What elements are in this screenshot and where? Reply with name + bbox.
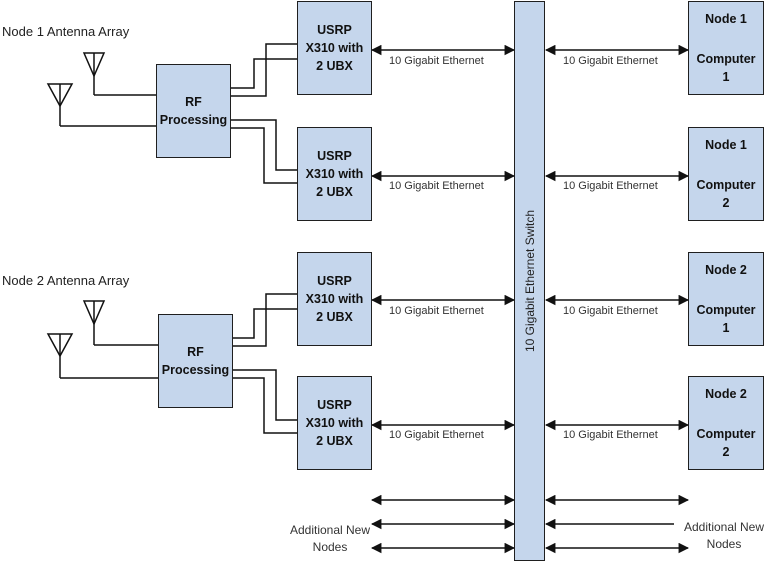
computer-label: Computer 1: [696, 301, 755, 337]
node-label: Node 1: [705, 12, 747, 26]
usrp-label: USRP: [317, 149, 352, 163]
computer-number: 2: [722, 445, 730, 459]
additional-nodes-label: Additional New Nodes: [280, 522, 380, 556]
usrp-label: X310 with: [305, 167, 364, 181]
ethernet-label: 10 Gigabit Ethernet: [562, 429, 659, 441]
rf-processing-block: RF Processing: [156, 64, 231, 158]
usrp-label: X310 with: [305, 41, 364, 55]
additional-nodes-line: Additional New: [289, 523, 371, 537]
computer-name: Computer: [696, 178, 756, 192]
ethernet-label: 10 Gigabit Ethernet: [388, 305, 485, 317]
ethernet-label: 10 Gigabit Ethernet: [388, 180, 485, 192]
usrp-block: USRP X310 with 2 UBX: [297, 376, 372, 470]
rf-label: RF: [187, 345, 204, 359]
computer-block: Node 2 Computer 1: [688, 252, 764, 346]
ethernet-label: 10 Gigabit Ethernet: [388, 429, 485, 441]
ethernet-switch: 10 Gigabit Ethernet Switch: [514, 1, 545, 561]
rf-processing-block: RF Processing: [158, 314, 233, 408]
node-label: Node 2: [705, 387, 747, 401]
usrp-block: USRP X310 with 2 UBX: [297, 252, 372, 346]
computer-number: 1: [722, 70, 730, 84]
usrp-label: 2 UBX: [316, 59, 353, 73]
switch-label: 10 Gigabit Ethernet Switch: [522, 209, 537, 353]
ethernet-label: 10 Gigabit Ethernet: [388, 55, 485, 67]
rf-label: Processing: [159, 113, 228, 127]
usrp-label: 2 UBX: [316, 310, 353, 324]
computer-block: Node 2 Computer 2: [688, 376, 764, 470]
node-label: Node 2: [705, 263, 747, 277]
computer-name: Computer: [696, 303, 756, 317]
usrp-label: 2 UBX: [316, 185, 353, 199]
computer-number: 1: [722, 321, 730, 335]
computer-label: Computer 2: [696, 425, 755, 461]
rf-label: Processing: [161, 363, 230, 377]
node-label: Node 1: [705, 138, 747, 152]
computer-label: Computer 1: [696, 50, 755, 86]
ethernet-label: 10 Gigabit Ethernet: [562, 55, 659, 67]
usrp-label: 2 UBX: [316, 434, 353, 448]
computer-block: Node 1 Computer 1: [688, 1, 764, 95]
ethernet-label: 10 Gigabit Ethernet: [562, 305, 659, 317]
additional-nodes-line: Additional New: [674, 519, 764, 536]
additional-nodes-line: Nodes: [312, 540, 348, 554]
usrp-label: X310 with: [305, 292, 364, 306]
antenna-array-label: Node 1 Antenna Array: [2, 24, 130, 39]
usrp-label: USRP: [317, 274, 352, 288]
rf-label: RF: [185, 95, 202, 109]
computer-block: Node 1 Computer 2: [688, 127, 764, 221]
usrp-block: USRP X310 with 2 UBX: [297, 1, 372, 95]
ethernet-label: 10 Gigabit Ethernet: [562, 180, 659, 192]
usrp-label: USRP: [317, 23, 352, 37]
usrp-label: USRP: [317, 398, 352, 412]
computer-label: Computer 2: [696, 176, 755, 212]
computer-name: Computer: [696, 52, 756, 66]
computer-number: 2: [722, 196, 730, 210]
additional-nodes-line: Nodes: [706, 537, 742, 551]
usrp-label: X310 with: [305, 416, 364, 430]
antenna-array-label: Node 2 Antenna Array: [2, 273, 130, 288]
additional-nodes-label: Additional New Nodes: [674, 519, 764, 553]
computer-name: Computer: [696, 427, 756, 441]
usrp-block: USRP X310 with 2 UBX: [297, 127, 372, 221]
